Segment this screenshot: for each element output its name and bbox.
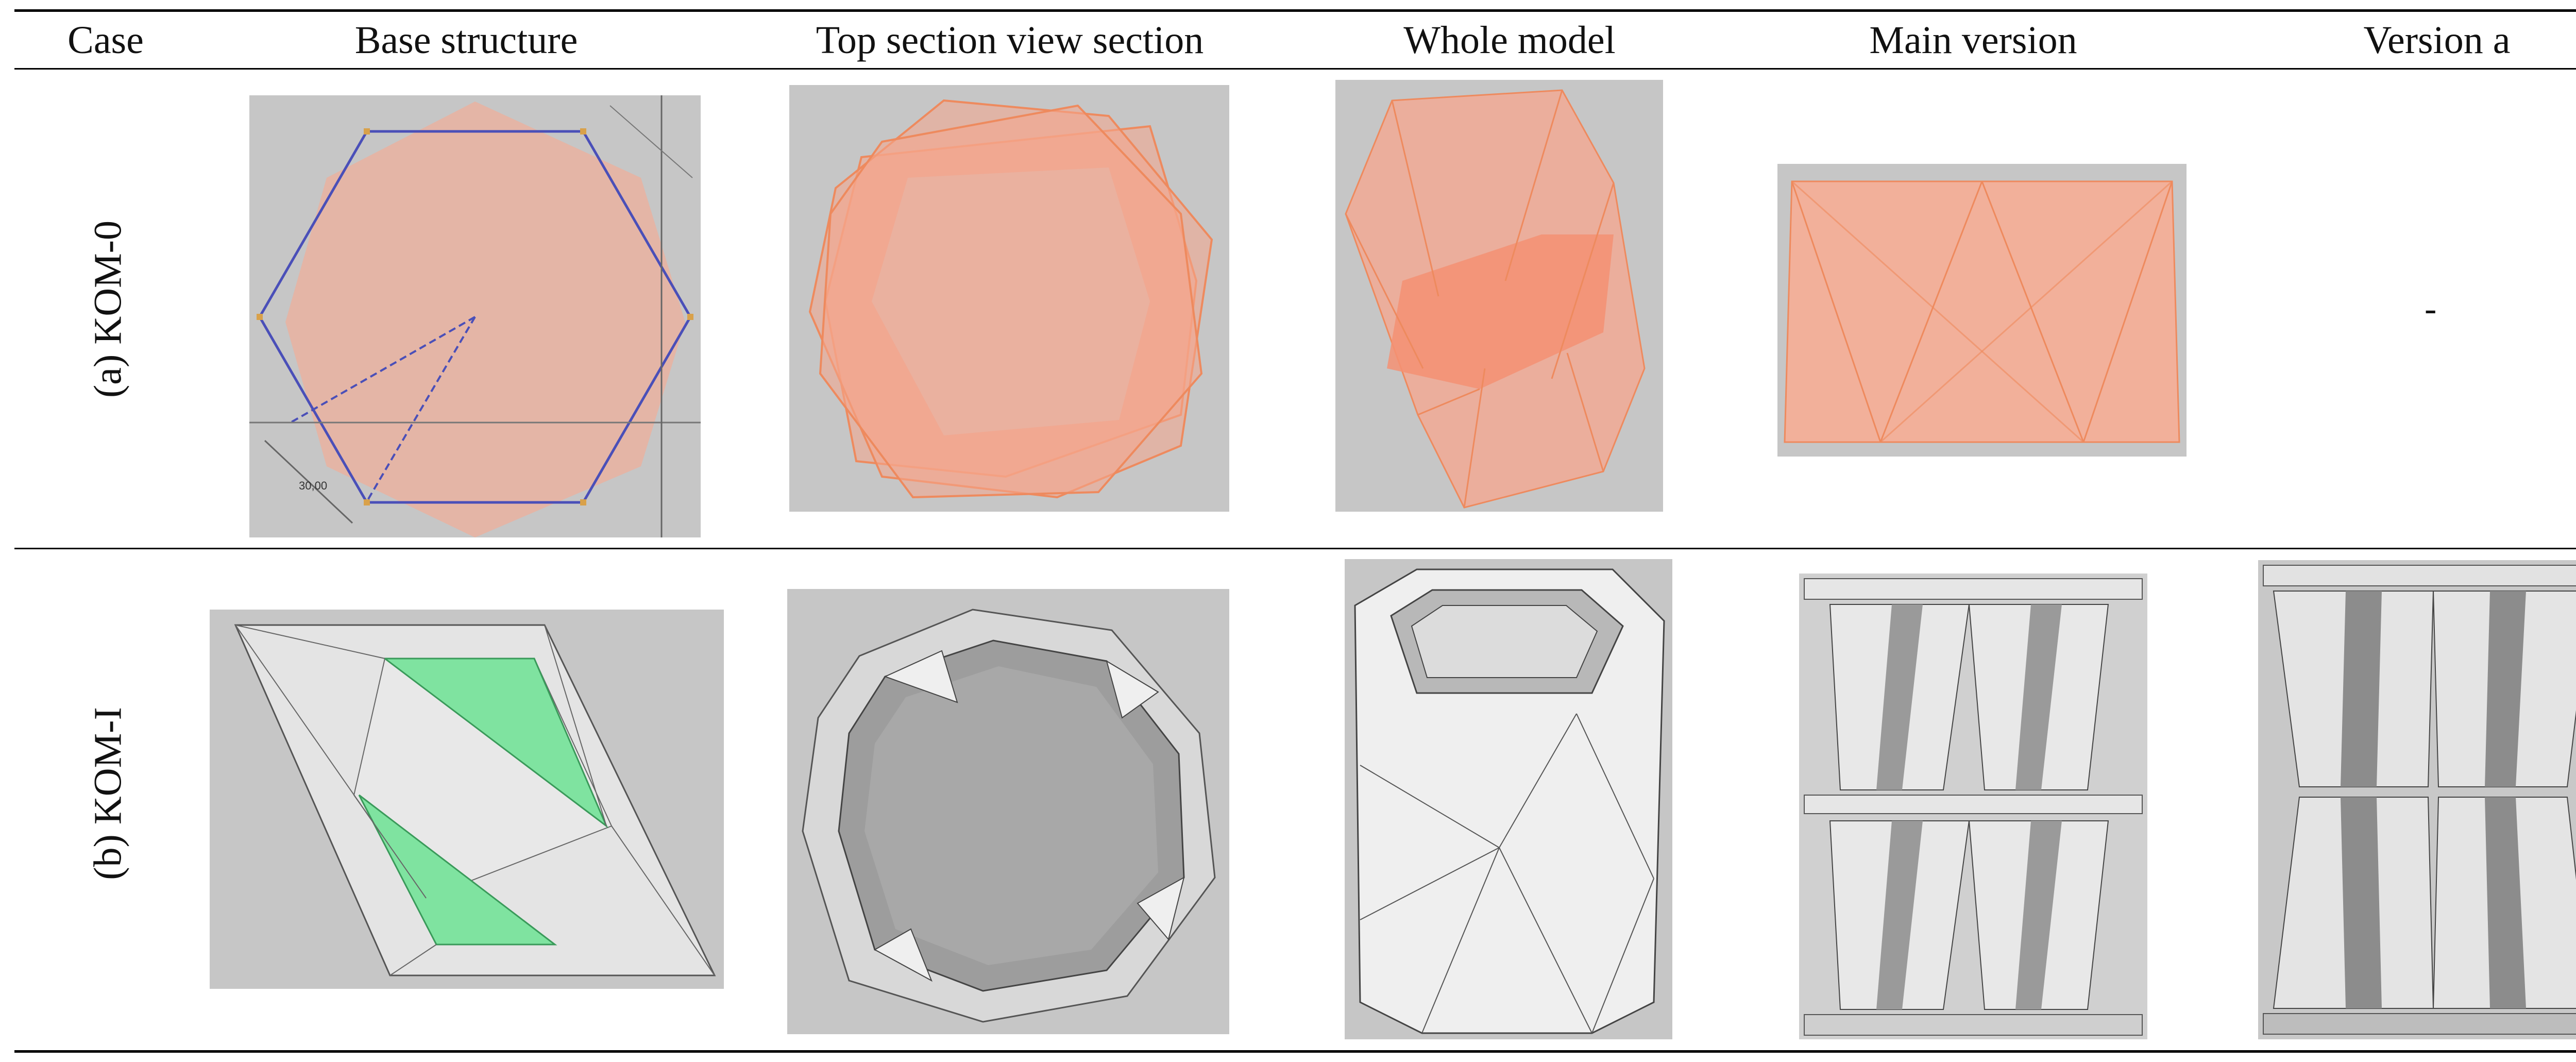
version-a-empty: - (2425, 289, 2437, 329)
header-case: Case (67, 18, 144, 62)
table-bottom-rule (14, 1050, 2576, 1053)
main-version-orange (1777, 164, 2187, 457)
header-bottom-rule (14, 68, 2576, 70)
header-whole-model: Whole model (1403, 18, 1616, 62)
top-section-hollow (787, 589, 1229, 1034)
svg-text:30,00: 30,00 (299, 479, 327, 492)
row-label-kom-i: (b) KOM-I (86, 707, 130, 880)
row-divider-rule (14, 548, 2576, 549)
header-base-structure: Base structure (354, 18, 578, 62)
whole-model-orange (1335, 80, 1663, 512)
version-a-gray (2258, 560, 2576, 1039)
table-top-rule (14, 9, 2576, 12)
whole-model-gray (1345, 559, 1672, 1039)
base-structure-rhombus (210, 610, 724, 989)
base-structure-hexagon-octagon: 30,00 (249, 95, 701, 537)
header-top-section-view: Top section view section (816, 18, 1204, 62)
header-version-a: Version a (2363, 18, 2511, 62)
header-main-version: Main version (1869, 18, 2077, 62)
top-section-star-polygon (789, 85, 1229, 512)
main-version-gray (1799, 574, 2147, 1039)
row-label-kom-0: (a) KOM-0 (86, 220, 130, 398)
